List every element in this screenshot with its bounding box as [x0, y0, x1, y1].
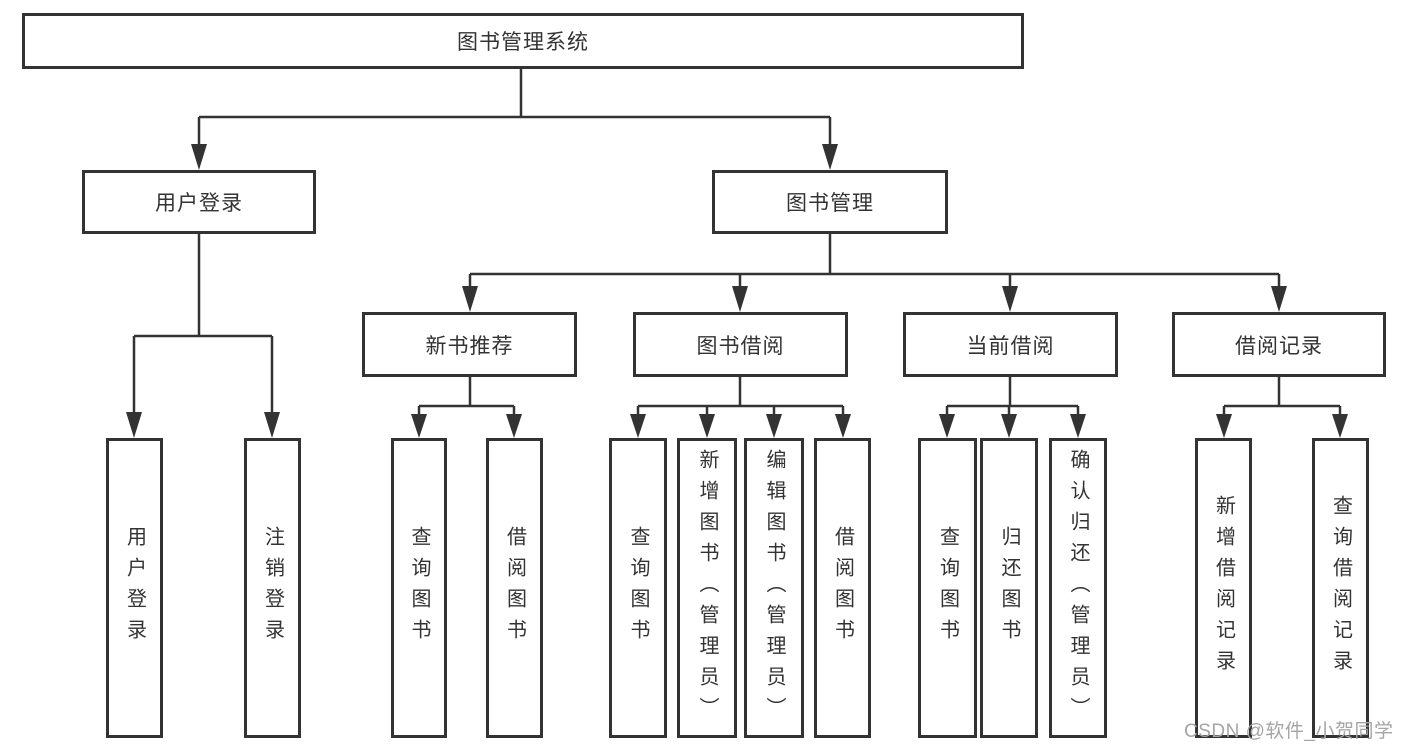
leaf-search-borrow-record: 查询借阅记录	[1312, 438, 1369, 738]
watermark: CSDN @软件_小贺同学	[1184, 721, 1394, 742]
node-borrow-records-label: 借阅记录	[1235, 334, 1323, 358]
node-book-borrow-label: 图书借阅	[696, 334, 785, 358]
leaf-confirm-return-admin: 确认归还（管理员）	[1049, 438, 1107, 738]
leaf-edit-book-admin: 编辑图书（管理员）	[744, 438, 804, 738]
node-borrow-records: 借阅记录	[1172, 312, 1386, 377]
arrowheads	[126, 144, 1348, 438]
leaf-add-borrow-record: 新增借阅记录	[1195, 438, 1252, 738]
leaf-logout: 注销登录	[244, 438, 301, 738]
leaf-user-login: 用户登录	[106, 438, 163, 738]
leaf-search-books-borrow: 查询图书	[609, 438, 667, 738]
node-user-login: 用户登录	[82, 170, 316, 234]
leaf-search-books-current: 查询图书	[918, 438, 977, 738]
node-root-label: 图书管理系统	[457, 31, 589, 54]
node-new-book-recommend-label: 新书推荐	[425, 334, 514, 358]
node-book-management-label: 图书管理	[786, 192, 874, 215]
node-current-borrow-label: 当前借阅	[966, 334, 1055, 358]
node-user-login-label: 用户登录	[155, 192, 243, 215]
leaf-return-book: 归还图书	[980, 438, 1038, 738]
leaf-borrow-books-recommend: 借阅图书	[486, 438, 543, 738]
node-current-borrow: 当前借阅	[903, 312, 1118, 377]
node-book-borrow: 图书借阅	[633, 312, 848, 377]
node-new-book-recommend: 新书推荐	[362, 312, 577, 377]
leaf-borrow-books: 借阅图书	[814, 438, 871, 738]
node-root: 图书管理系统	[22, 13, 1024, 69]
leaf-add-book-admin: 新增图书（管理员）	[677, 438, 737, 738]
node-book-management: 图书管理	[712, 170, 948, 234]
leaf-search-books-recommend: 查询图书	[391, 438, 447, 738]
